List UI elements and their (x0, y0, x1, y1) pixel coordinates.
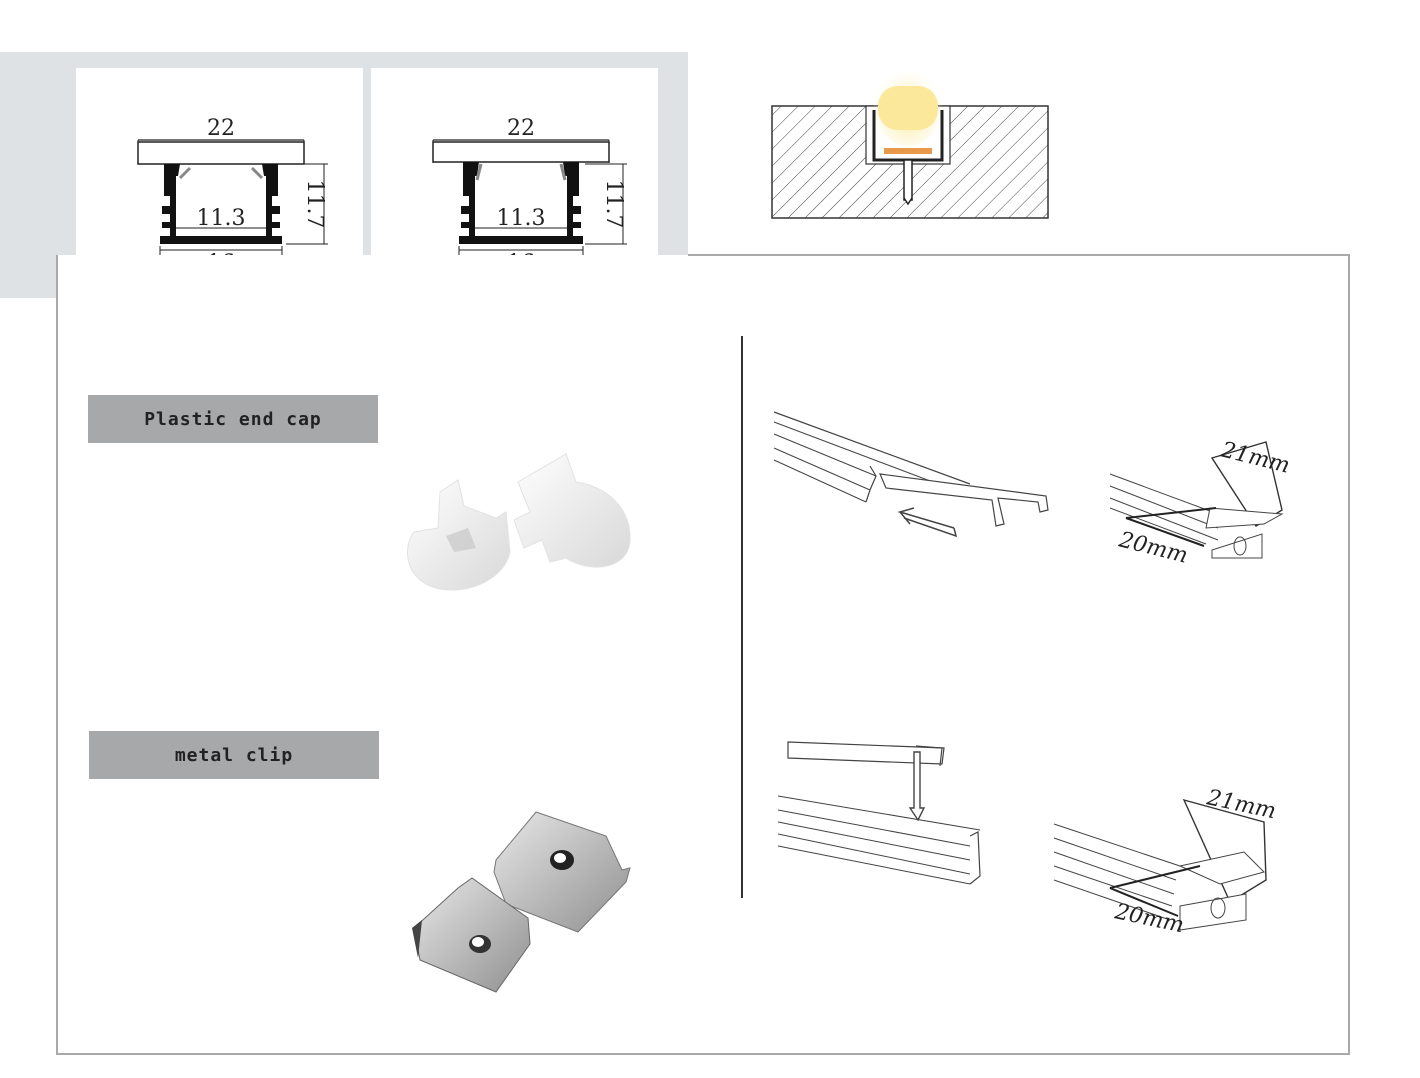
profile-1-top-width: 22 (207, 116, 235, 141)
step1-width-label: 21mm (1218, 437, 1293, 478)
recessed-installation-diagram (770, 66, 1050, 222)
end-cut-diagram-2: 21mm 20mm (1050, 780, 1284, 944)
end-cut-diagram-1: 21mm 20mm (1106, 428, 1293, 570)
profile-1-inner-width: 11.3 (197, 206, 246, 231)
cover-slide-in-diagram (770, 404, 1056, 550)
step2-width-label: 21mm (1204, 785, 1278, 824)
end-cap-label: Plastic end cap (88, 395, 378, 443)
section-divider (741, 336, 743, 898)
end-cap-image (400, 452, 636, 598)
accessories-panel (56, 255, 1350, 1055)
profile-cross-section-2: 22 11.3 16 11.7 (371, 68, 658, 280)
metal-clip-image (410, 808, 634, 1002)
profile-cross-section-1: 22 11.3 16 11.7 (76, 68, 363, 280)
profile-2-top-width: 22 (507, 116, 535, 141)
profile-2-inner-width: 11.3 (497, 206, 546, 231)
profile-2-height: 11.7 (601, 180, 626, 229)
metal-clip-label: metal clip (89, 731, 379, 779)
cover-press-down-diagram (774, 736, 990, 888)
panel-border-top (688, 254, 1350, 256)
step2-length-label: 20mm (1112, 899, 1186, 938)
profile-1-height: 11.7 (302, 180, 327, 229)
panel-border-left (56, 298, 58, 1055)
